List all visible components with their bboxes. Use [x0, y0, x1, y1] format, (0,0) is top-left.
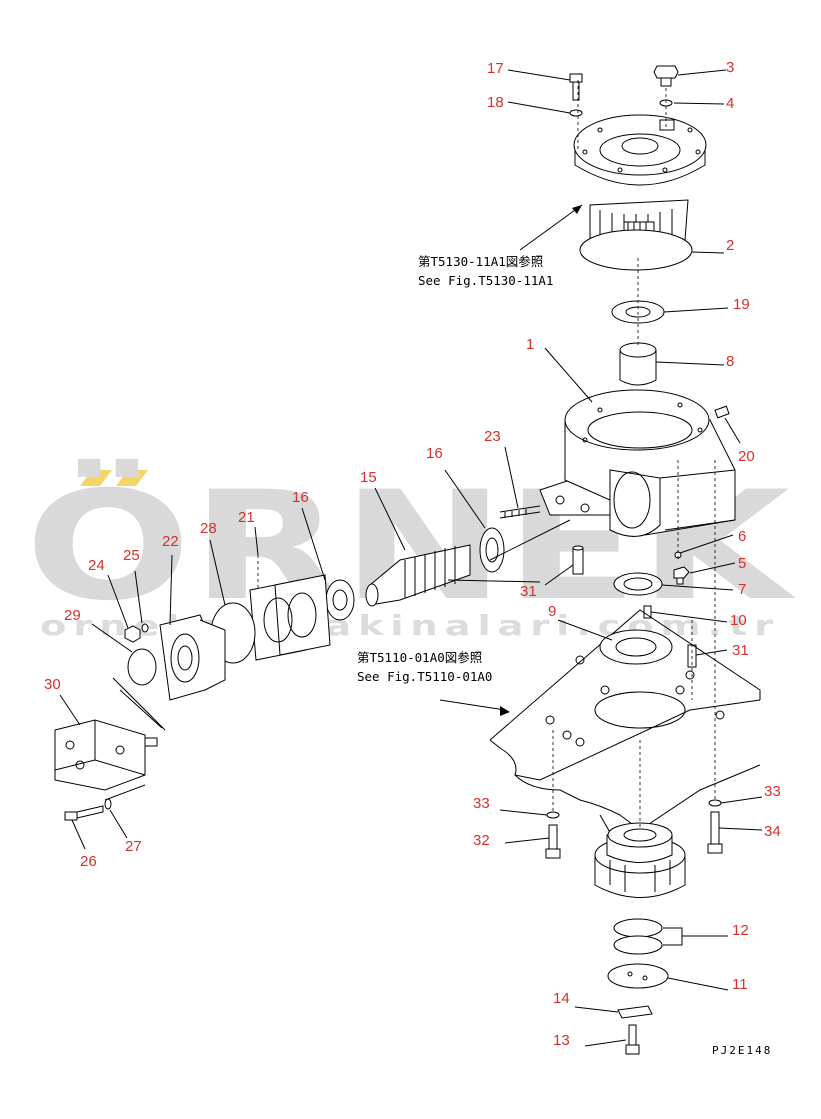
reference-upper-en: See Fig.T5130-11A1 [418, 273, 553, 288]
callout-29[interactable]: 29 [64, 607, 81, 624]
plate-11[interactable] [607, 963, 669, 989]
washer-33-right[interactable] [708, 799, 722, 807]
alignment-lines [257, 80, 716, 830]
callout-28[interactable]: 28 [200, 520, 217, 537]
callout-22[interactable]: 22 [162, 533, 179, 550]
callout-23[interactable]: 23 [484, 428, 501, 445]
revolving-frame [489, 609, 761, 851]
bearing-16-left[interactable] [325, 579, 355, 621]
callout-5[interactable]: 5 [738, 555, 746, 572]
dowel-pin-31-upper[interactable] [572, 545, 584, 575]
reference-upper-jp: 第T5130-11A1図参照 [418, 254, 543, 269]
reference-lower-en: See Fig.T5110-01A0 [357, 669, 492, 684]
watermark-accent-mark [116, 470, 148, 486]
bushing-8[interactable] [619, 342, 657, 386]
callout-4[interactable]: 4 [726, 95, 734, 112]
gasket-21[interactable] [249, 574, 331, 661]
callout-15[interactable]: 15 [360, 469, 377, 486]
washer-33-left[interactable] [546, 811, 560, 819]
seal-7[interactable] [613, 572, 663, 596]
washer-18[interactable] [569, 109, 583, 117]
callout-8[interactable]: 8 [726, 353, 734, 370]
leader-lines [59, 69, 763, 1047]
callout-26[interactable]: 26 [80, 853, 97, 870]
callout-33-right[interactable]: 33 [764, 783, 781, 800]
reference-lower-jp: 第T5110-01A0図参照 [357, 650, 482, 665]
callout-numbers: 17 3 18 4 2 19 1 8 20 23 16 15 16 21 28 … [44, 59, 781, 1049]
callout-16-left[interactable]: 16 [292, 489, 309, 506]
bolt-13[interactable] [625, 1024, 640, 1055]
callout-27[interactable]: 27 [125, 838, 142, 855]
bolt-32[interactable] [545, 824, 561, 859]
callout-21[interactable]: 21 [238, 509, 255, 526]
callout-31-lower[interactable]: 31 [732, 642, 749, 659]
bolt-34[interactable] [707, 811, 723, 854]
callout-20[interactable]: 20 [738, 448, 755, 465]
callout-6[interactable]: 6 [738, 528, 746, 545]
oring-29[interactable] [127, 648, 157, 686]
figure-references: 第T5130-11A1図参照 See Fig.T5130-11A1 第T5110… [357, 254, 772, 1057]
drawing-code: PJ2E148 [712, 1044, 772, 1057]
gear-case-1[interactable] [539, 389, 736, 537]
callout-14[interactable]: 14 [553, 990, 570, 1007]
callout-12[interactable]: 12 [732, 922, 749, 939]
callout-17[interactable]: 17 [487, 60, 504, 77]
callout-34[interactable]: 34 [764, 823, 781, 840]
callout-3[interactable]: 3 [726, 59, 734, 76]
callout-19[interactable]: 19 [733, 296, 750, 313]
callout-24[interactable]: 24 [88, 557, 105, 574]
input-shaft-15[interactable] [365, 544, 471, 607]
plug-5[interactable] [673, 566, 690, 585]
callout-33-left[interactable]: 33 [473, 795, 490, 812]
swing-machinery-top [519, 65, 707, 271]
stud-23[interactable] [499, 505, 541, 519]
callout-11[interactable]: 11 [732, 976, 748, 993]
plug-3[interactable] [653, 65, 679, 87]
shim-2[interactable] [579, 229, 693, 271]
bolt-17[interactable] [569, 73, 583, 101]
callout-9[interactable]: 9 [548, 603, 556, 620]
callout-1[interactable]: 1 [526, 336, 534, 353]
spacer-9[interactable] [599, 629, 673, 665]
watermark-accent-mark [80, 470, 112, 486]
callout-25[interactable]: 25 [123, 547, 140, 564]
bearing-16-right[interactable] [479, 527, 505, 573]
swing-pinion[interactable] [594, 822, 686, 898]
motor-flange-22[interactable] [159, 614, 226, 701]
callout-30[interactable]: 30 [44, 676, 61, 693]
callout-7[interactable]: 7 [738, 581, 746, 598]
shim-plates-12[interactable] [613, 918, 663, 955]
washer-25[interactable] [141, 623, 149, 633]
lock-plate-14[interactable] [617, 1005, 653, 1019]
callout-2[interactable]: 2 [726, 237, 734, 254]
callout-32[interactable]: 32 [473, 832, 490, 849]
bolt-26[interactable] [64, 805, 104, 821]
callout-13[interactable]: 13 [553, 1032, 570, 1049]
nut-24[interactable] [124, 625, 141, 643]
callout-18[interactable]: 18 [487, 94, 504, 111]
hydraulic-motor-30[interactable] [54, 719, 158, 791]
callout-31-upper[interactable]: 31 [520, 583, 537, 600]
callout-10[interactable]: 10 [730, 612, 747, 629]
callout-16-right[interactable]: 16 [426, 445, 443, 462]
washer-27[interactable] [104, 798, 112, 810]
